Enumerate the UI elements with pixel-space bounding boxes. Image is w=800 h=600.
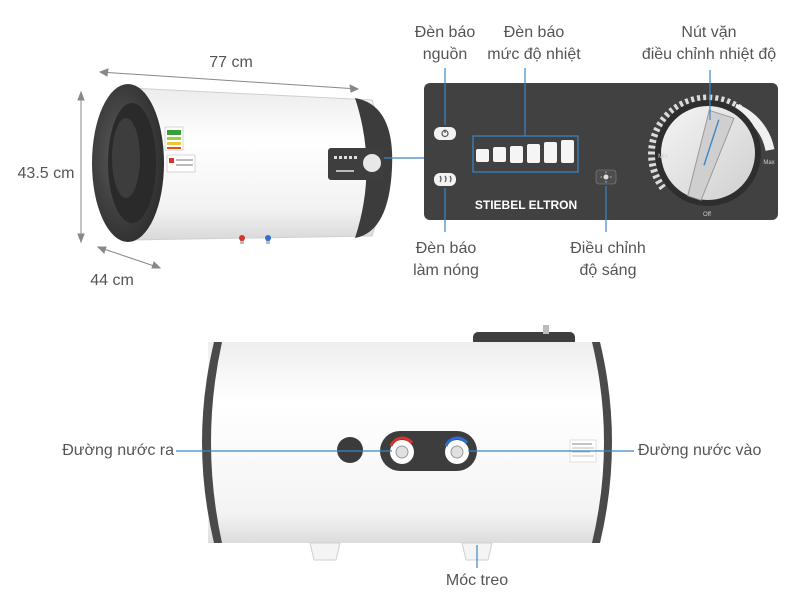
- heating-indicator-label-line2: làm nóng: [413, 262, 479, 279]
- temp-level-bar-4: [527, 144, 540, 163]
- temp-level-label-line1: Đèn báo: [503, 24, 565, 41]
- temp-level-label-line2: mức độ nhiệt: [487, 46, 581, 63]
- temp-level-bar-3: [510, 146, 523, 163]
- brightness-adjust-label-line2: độ sáng: [579, 262, 637, 279]
- dial-min-label: Min: [658, 154, 668, 160]
- temp-level-label: Đèn báo mức độ nhiệt: [474, 22, 594, 66]
- heater-perspective-view: [92, 84, 393, 244]
- dial-max-label: Max: [763, 160, 774, 166]
- power-indicator-light: [434, 127, 456, 140]
- width-dimension-label: 77 cm: [209, 54, 253, 71]
- temp-knob-label: Nút vặn điều chỉnh nhiệt độ: [626, 22, 792, 66]
- temp-knob-label-line1: Nút vặn: [681, 24, 737, 41]
- temp-level-bar-6: [561, 140, 574, 163]
- height-dimension-label: 43.5 cm: [17, 165, 75, 182]
- temp-level-bar-2: [493, 147, 506, 162]
- control-panel-closeup: [424, 83, 778, 220]
- heating-indicator-light: [434, 173, 456, 186]
- brightness-adjust-label-line1: Điều chỉnh: [570, 240, 646, 257]
- temp-level-bar-1: [476, 149, 489, 162]
- power-indicator-label-line2: nguồn: [422, 46, 468, 63]
- panel-brand-text: STIEBEL ELTRON: [475, 198, 577, 212]
- brightness-adjust-label: Điều chỉnh độ sáng: [556, 238, 660, 282]
- water-inlet-label: Đường nước vào: [638, 442, 762, 459]
- bottom-leader-lines: [176, 450, 634, 568]
- depth-dimension-label: 44 cm: [90, 272, 134, 289]
- power-indicator-label-line1: Đèn báo: [414, 24, 476, 41]
- temp-knob-label-line2: điều chỉnh nhiệt độ: [641, 46, 777, 63]
- heating-indicator-label: Đèn báo làm nóng: [396, 238, 496, 282]
- dimension-lines: [77, 68, 360, 269]
- power-indicator-label: Đèn báo nguồn: [396, 22, 494, 66]
- hanging-hook-label: Móc treo: [445, 572, 509, 589]
- water-outlet-label: Đường nước ra: [62, 442, 174, 459]
- panel-leader-lines: [444, 68, 711, 232]
- dial-off-label: Off: [703, 212, 711, 218]
- heating-indicator-label-line1: Đèn báo: [415, 240, 477, 257]
- heater-front-view: [202, 325, 612, 561]
- temp-level-bar-5: [544, 142, 557, 163]
